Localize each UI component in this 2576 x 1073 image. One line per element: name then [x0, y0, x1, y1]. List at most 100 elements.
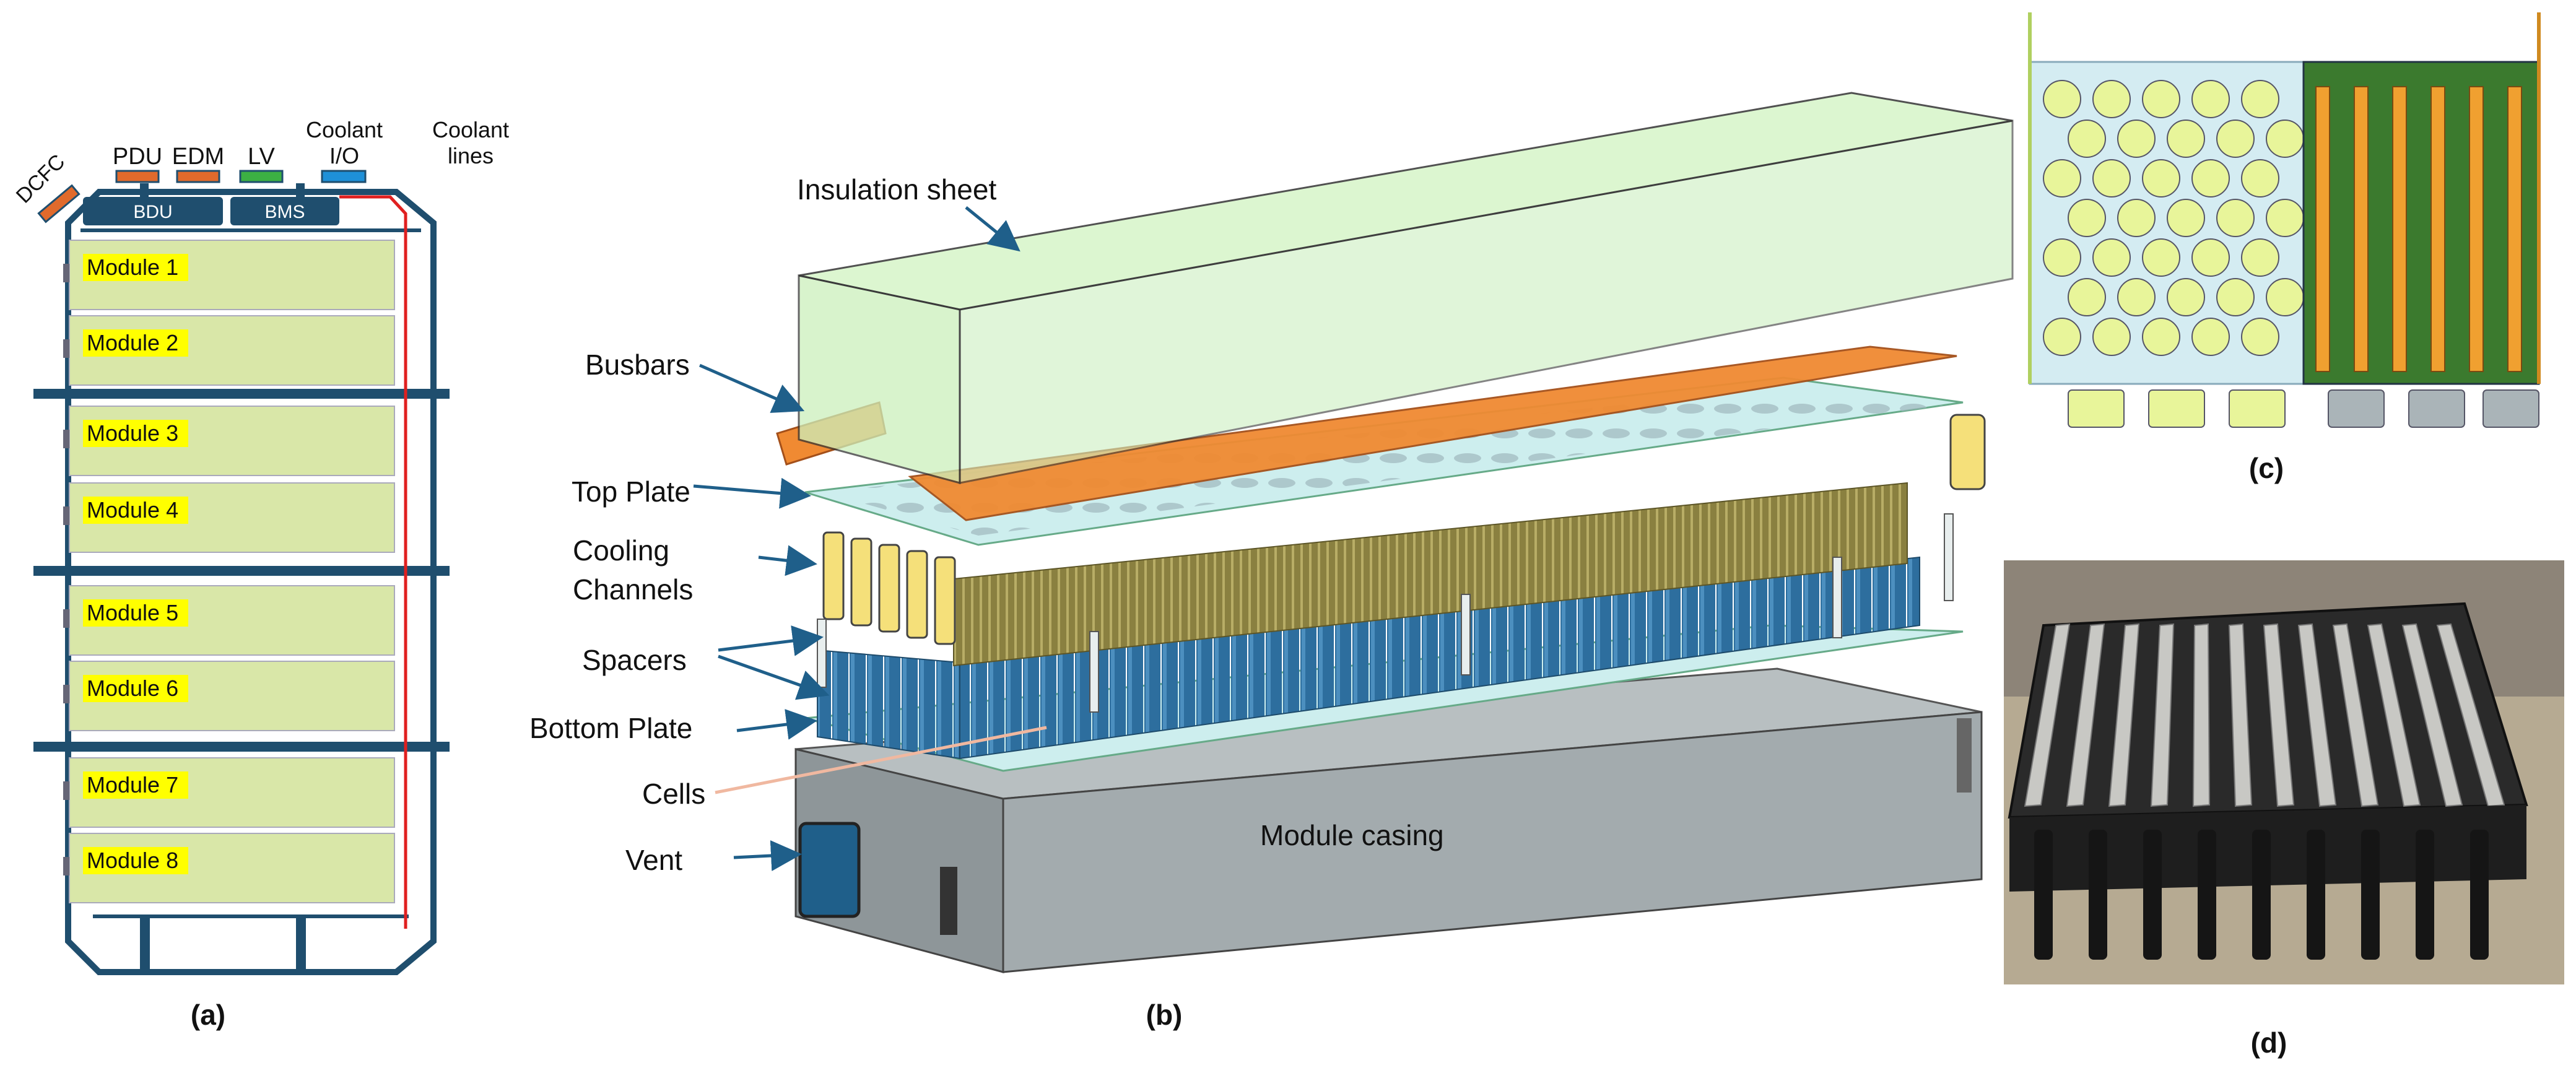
- panel-c: (c): [2028, 12, 2541, 484]
- cell-circle: [2142, 159, 2180, 198]
- cell-circle: [2266, 119, 2304, 158]
- bms-label: BMS: [264, 202, 305, 222]
- module-label-bg: [83, 675, 188, 702]
- label-arrows: [693, 206, 1020, 871]
- cell-circle: [2092, 238, 2131, 277]
- pack-frame: [65, 189, 437, 975]
- photo-rail: [2066, 623, 2105, 807]
- module-label: Module 6: [87, 676, 178, 701]
- insulation-sheet-side: [959, 119, 2014, 484]
- busbar-strip: [2392, 86, 2407, 372]
- connector-foot: [2068, 389, 2125, 428]
- coolant-io-label-2: I/O: [329, 143, 359, 168]
- module-label-bg: [83, 254, 188, 281]
- bottom-stub-2: [296, 916, 306, 972]
- photo-fin: [2252, 830, 2271, 960]
- cell-circle: [2117, 278, 2156, 316]
- edm-connector: [176, 170, 220, 183]
- module-label-bg: [83, 847, 188, 874]
- vent-icon: [798, 822, 861, 918]
- module-label-bg: [83, 771, 188, 799]
- cell-circle: [2266, 199, 2304, 237]
- connector-foot: [2328, 389, 2385, 428]
- module-connector-icon: [63, 857, 69, 875]
- coolant-lines-label-1: Coolant: [432, 117, 509, 142]
- coolant-io-label-1: Coolant: [306, 117, 383, 142]
- cell-circle: [2241, 238, 2279, 277]
- photo-rail: [2150, 623, 2175, 807]
- connector-foot: [2148, 389, 2205, 428]
- module-connector-icon: [63, 339, 69, 358]
- photo-fin: [2143, 830, 2162, 960]
- photo-busbar-rails: [2024, 623, 2505, 807]
- photo-fin: [2361, 830, 2380, 960]
- caption-d: (d): [2251, 1027, 2287, 1059]
- panel-d: (d): [2004, 560, 2564, 1059]
- bms-stub: [296, 183, 305, 198]
- busbar-strip: [2507, 86, 2522, 372]
- pcb-board-right: [2302, 61, 2540, 385]
- cell-circle: [2142, 238, 2180, 277]
- spacers-label: Spacers: [582, 644, 687, 676]
- busbar-strip: [2430, 86, 2445, 372]
- cell-circle: [2043, 80, 2081, 118]
- cell-circle: [2241, 80, 2279, 118]
- caption-b: (b): [1146, 999, 1183, 1031]
- photo-rail: [2401, 623, 2463, 807]
- photo-fin: [2198, 830, 2216, 960]
- cell-circle: [2191, 238, 2230, 277]
- cell-circle: [2043, 238, 2081, 277]
- cell-circle: [2092, 318, 2131, 356]
- coolant-io-connector: [321, 170, 367, 183]
- cells-block-front: [817, 649, 960, 760]
- cell-circle: [2241, 159, 2279, 198]
- lv-connector: [239, 170, 284, 183]
- cell-circle: [2167, 278, 2205, 316]
- busbar-strip: [2469, 86, 2484, 372]
- coolant-line-icon: [339, 195, 407, 929]
- module-label: Module 3: [87, 420, 178, 446]
- busbar-strips: [2315, 86, 2522, 372]
- module-connector-icon: [63, 506, 69, 525]
- cell-circle: [2191, 318, 2230, 356]
- bdu-box: [83, 197, 223, 225]
- cell-circle: [2092, 80, 2131, 118]
- photo-fin: [2416, 830, 2434, 960]
- photo-rail: [2228, 623, 2253, 807]
- caption-c: (c): [2249, 452, 2284, 484]
- busbar-strip: [2315, 86, 2330, 372]
- module-connector-icon: [63, 264, 69, 282]
- module-connector-icon: [63, 685, 69, 703]
- cells-label: Cells: [642, 778, 705, 810]
- photo-fins: [2034, 830, 2489, 960]
- cell-circle: [2191, 159, 2230, 198]
- photo-fin: [2089, 830, 2107, 960]
- cell-circle: [2142, 80, 2180, 118]
- photo-rail: [2263, 623, 2295, 807]
- cooling-channels-label-1: Cooling: [573, 534, 669, 567]
- busbar-plate: [908, 345, 1957, 521]
- bottom-stub-1: [140, 916, 150, 972]
- cell-circle: [2068, 278, 2106, 316]
- module-label: Module 1: [87, 254, 178, 280]
- connector-foot: [2408, 389, 2465, 428]
- caption-a: (a): [191, 999, 225, 1031]
- cell-circle: [2043, 159, 2081, 198]
- cell-circle: [2117, 199, 2156, 237]
- module-label-bg: [83, 497, 188, 524]
- bdu-label: BDU: [133, 202, 172, 222]
- spacers: [817, 513, 1954, 713]
- connector-foot: [2229, 389, 2286, 428]
- module-casing-side: [1002, 711, 1983, 973]
- lv-label: LV: [248, 144, 275, 170]
- cell-circle: [2266, 278, 2304, 316]
- cell-circle: [2117, 119, 2156, 158]
- busbar-terminal-icon: [1949, 414, 1986, 490]
- cooling-channel-ends: [822, 531, 956, 645]
- module-label: Module 5: [87, 600, 178, 625]
- cells-arrow: [715, 726, 1047, 794]
- cell-circle: [2068, 119, 2106, 158]
- rear-vent-icon: [1957, 718, 1972, 793]
- photo-rail: [2192, 623, 2211, 807]
